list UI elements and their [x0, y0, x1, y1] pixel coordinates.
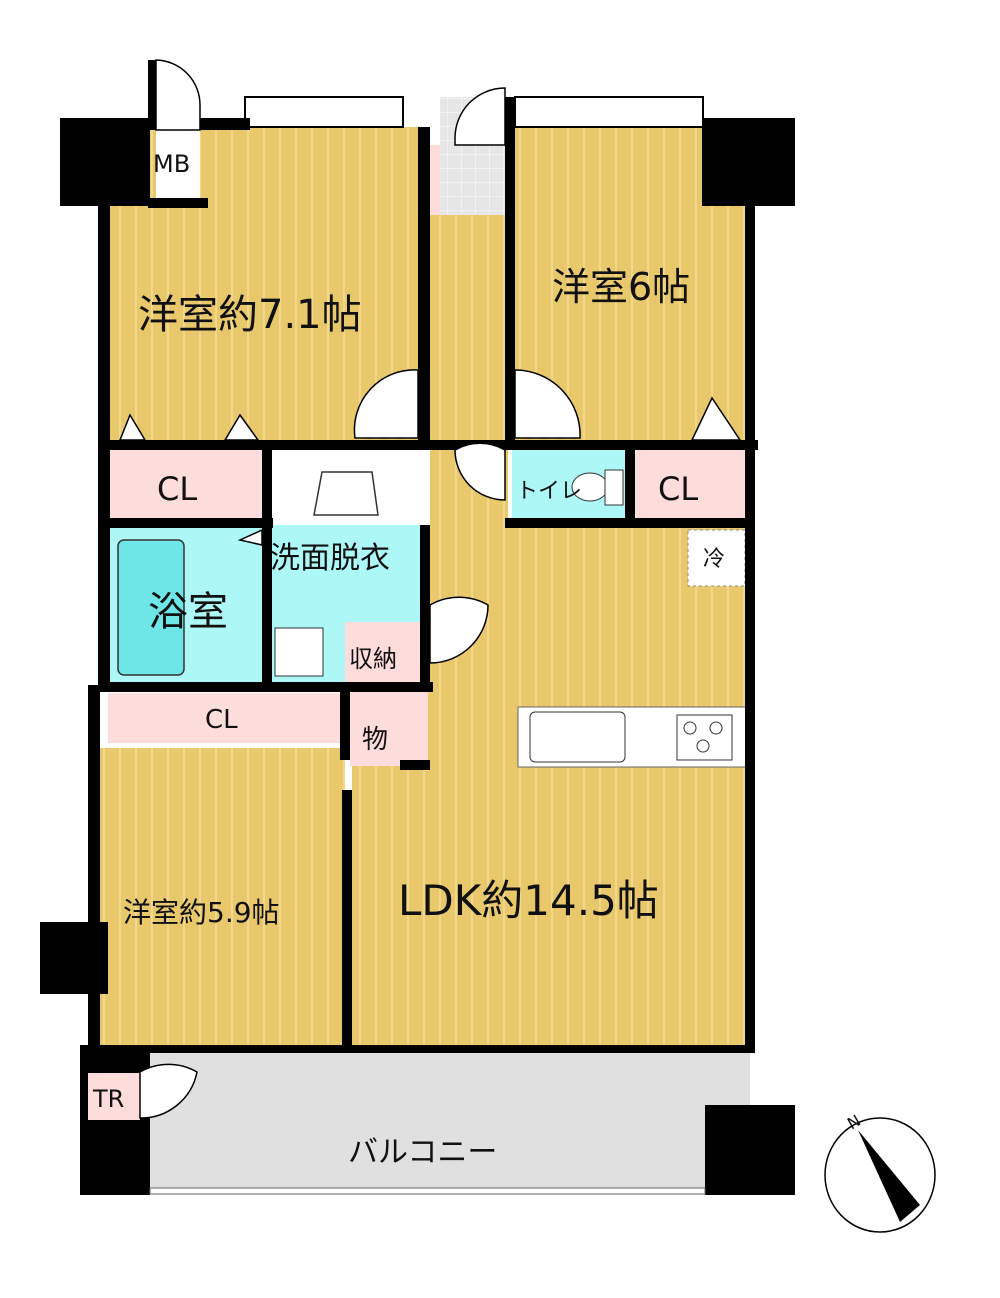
- stove-icon: [676, 714, 733, 761]
- label-closet-1: CL: [157, 470, 197, 508]
- washing-machine-pan: [274, 627, 324, 677]
- label-trunk-room: TR: [92, 1085, 124, 1113]
- closet-2: [635, 450, 747, 522]
- label-western-room-3: 洋室約5.9帖: [123, 896, 280, 929]
- walls: [40, 60, 795, 1195]
- label-meter-box: MB: [153, 150, 190, 178]
- washbasin-icon: [313, 471, 379, 516]
- label-closet-2: CL: [658, 470, 698, 508]
- storeroom: [350, 692, 428, 766]
- bathtub: [117, 539, 185, 676]
- closet-1: [108, 450, 263, 522]
- balcony-railing: [149, 1187, 706, 1195]
- label-toilet: トイレ: [516, 479, 582, 504]
- storage-closet: [345, 622, 425, 682]
- label-storage: 収納: [349, 645, 397, 673]
- room-western-5-9: [92, 748, 345, 1048]
- label-bathroom: 浴室: [148, 589, 228, 635]
- label-storeroom: 物: [362, 725, 388, 755]
- window: [514, 96, 704, 128]
- trunk-room: [88, 1073, 140, 1120]
- toilet-icon: [571, 469, 624, 506]
- meter-box: [156, 130, 200, 198]
- label-western-room-2: 洋室6帖: [552, 265, 690, 309]
- label-refrigerator: 冷: [703, 547, 725, 572]
- label-washroom: 洗面脱衣: [270, 541, 390, 576]
- closet-3: [108, 693, 343, 743]
- window: [244, 96, 404, 128]
- label-balcony: バルコニー: [348, 1135, 497, 1170]
- compass-icon: N: [824, 1111, 936, 1233]
- refrigerator-space: [687, 529, 746, 587]
- label-western-room-1: 洋室約7.1帖: [138, 292, 362, 338]
- label-ldk: LDK約14.5帖: [398, 876, 659, 925]
- door-swings: [118, 59, 742, 1119]
- label-closet-3: CL: [205, 705, 238, 735]
- balcony: [150, 1052, 750, 1192]
- sink-icon: [529, 711, 626, 763]
